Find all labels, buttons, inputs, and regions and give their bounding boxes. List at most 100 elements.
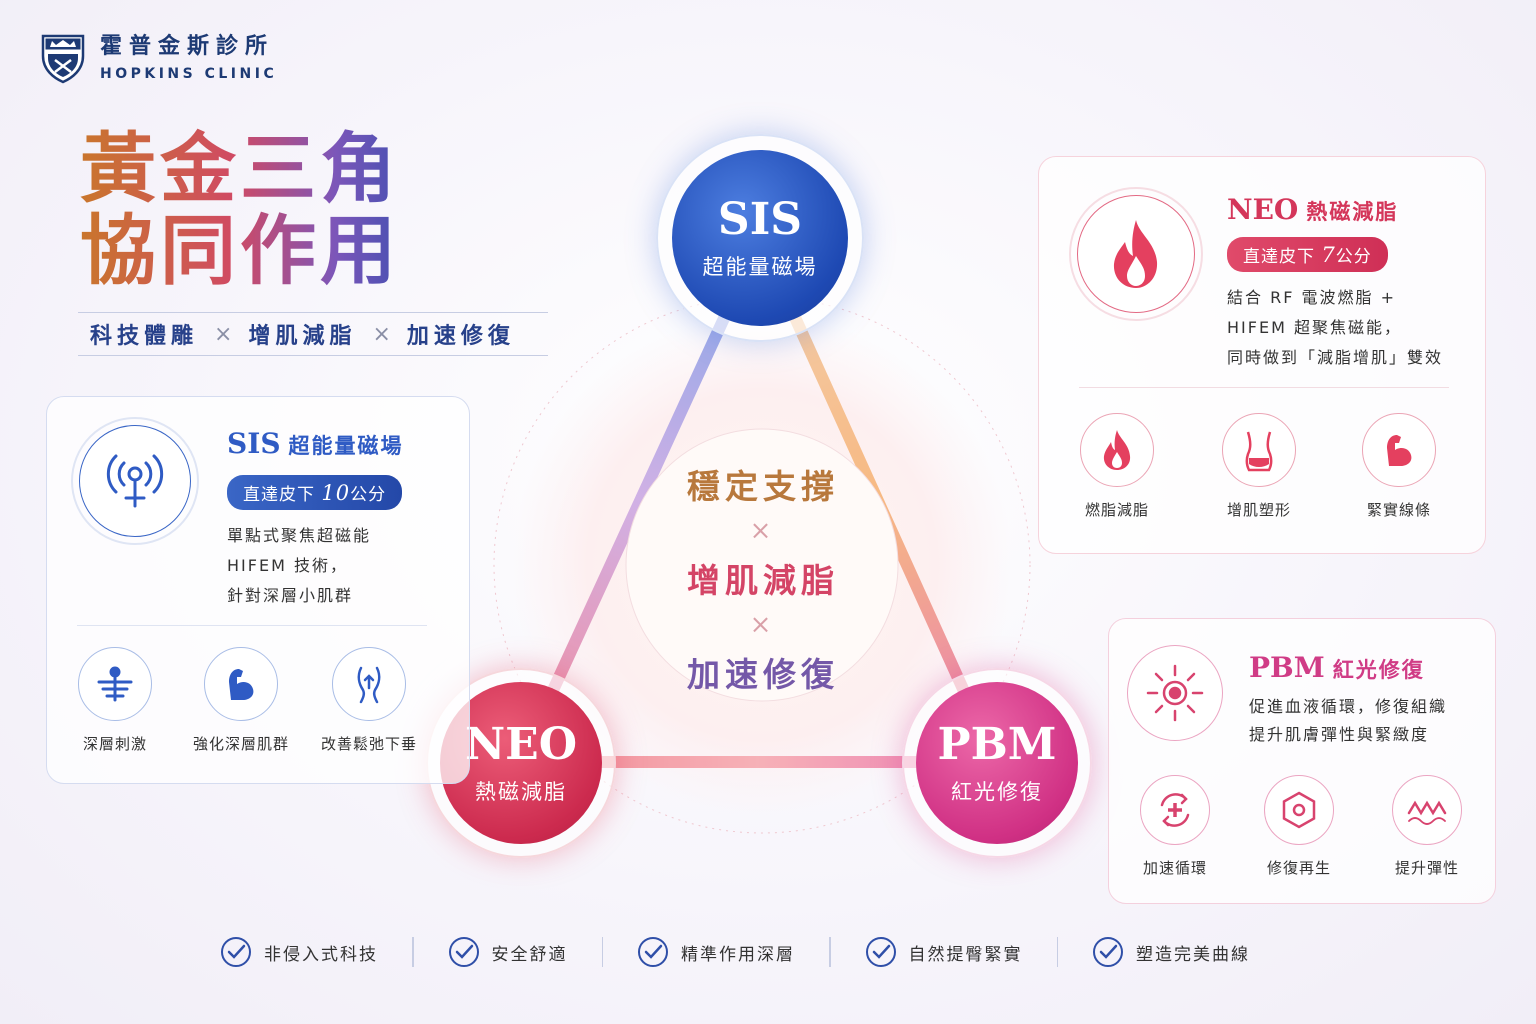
subtitle-separator: × [214,321,233,347]
pbm-card-desc: 促進血液循環，修復組織 提升肌膚彈性與緊緻度 [1249,693,1447,749]
center-circle [625,428,899,702]
neo-node-label: 熱磁減脂 [475,780,567,804]
sis-pill-prefix: 直達皮下 [243,485,315,505]
sun-light-icon [1146,664,1204,722]
sis-pill-number: 10 [321,481,351,505]
benefit-item: 精準作用深層 [637,936,795,968]
pbm-icon-ring [1127,645,1223,741]
neo-feature-label: 燃脂減脂 [1084,501,1149,519]
center-line-1: 穩定支撐 [687,467,839,506]
pbm-card-title: PBM 紅光修復 [1249,651,1425,684]
sis-card: SIS 超能量磁場 直達皮下 10公分 單點式聚焦超磁能 HIFEM 技術， 針對… [46,396,470,784]
neo-pill-prefix: 直達皮下 [1243,247,1315,267]
pbm-feature-label: 加速循環 [1142,859,1207,877]
benefit-label: 非侵入式科技 [264,944,378,965]
sis-node-name: SIS [717,194,803,245]
sis-desc-line: HIFEM 技術， [227,556,348,575]
flame-small-icon [1103,430,1131,470]
body-lift-icon [357,666,381,704]
pbm-card-title-zh: 紅光修復 [1332,658,1425,682]
benefit-separator [412,937,414,967]
sis-card-title-en: SIS [227,427,281,460]
sis-feature-label: 強化深層肌群 [192,735,289,753]
deep-stimulation-icon [97,666,133,702]
sis-depth-pill: 直達皮下 10公分 [227,475,403,510]
benefit-separator [829,937,831,967]
sis-feature-2: 強化深層肌群 [181,647,301,754]
sis-card-title-zh: 超能量磁場 [288,434,404,458]
pbm-feature-label: 修復再生 [1266,859,1331,877]
benefit-label: 精準作用深層 [681,944,795,965]
sis-pill-unit: 公分 [350,485,387,505]
benefits-bar: 非侵入式科技 安全舒適 精準作用深層 自然提臀緊實 塑造完美曲線 [220,936,1320,968]
benefit-separator [601,937,603,967]
sis-card-divider [77,625,427,626]
subtitle-item-3: 加速修復 [406,324,515,349]
pbm-feature-label: 提升彈性 [1394,859,1459,877]
neo-desc-line: HIFEM 超聚焦磁能， [1227,318,1402,337]
benefit-item: 非侵入式科技 [220,936,378,968]
pbm-card-title-en: PBM [1249,651,1325,684]
pbm-node-name: PBM [937,719,1057,770]
benefit-label: 安全舒適 [491,944,568,965]
benefit-item: 安全舒適 [448,936,568,968]
neo-pill-number: 7 [1321,243,1336,267]
logo: 霍普金斯診所 HOPKINS CLINIC [40,32,277,84]
hexagon-repair-icon [1282,791,1316,829]
pbm-desc-line: 提升肌膚彈性與緊緻度 [1249,725,1430,744]
page-title: 黃金三角 協同作用 [80,128,420,292]
subtitle-separator: × [372,321,391,347]
pbm-feature-1: 加速循環 [1115,775,1235,878]
check-circle-icon [221,937,251,967]
dotted-orbit [493,296,1031,834]
pbm-node: PBM 紅光修復 [916,682,1078,844]
shield-crown-icon [41,34,85,84]
check-circle-icon [865,937,896,967]
magnetic-signal-icon [106,454,164,508]
neo-card-divider [1079,387,1449,388]
benefit-label: 塑造完美曲線 [1136,944,1250,965]
sis-desc-line: 單點式聚焦超磁能 [227,526,372,545]
pbm-node-label: 紅光修復 [951,780,1043,804]
benefit-separator [1056,937,1058,967]
neo-card-title-zh: 熱磁減脂 [1306,200,1399,224]
clinic-name-zh: 霍普金斯診所 [100,34,275,59]
center-text: 穩定支撐 × 增肌減脂 × 加速修復 [632,460,894,696]
neo-desc-line: 同時做到「減脂增肌」雙效 [1227,348,1444,367]
neo-pill-unit: 公分 [1335,247,1372,267]
title-line-2: 協同作用 [80,210,420,292]
center-line-2: 增肌減脂 [687,561,839,600]
check-circle-icon [448,937,479,967]
muscle-arm-icon [229,669,254,700]
benefit-item: 自然提臀緊實 [865,936,1023,968]
subtitle-item-2: 增肌減脂 [248,324,357,349]
sis-node-label: 超能量磁場 [702,255,818,279]
subtitle-item-1: 科技體雕 [90,324,199,349]
sis-desc-line: 針對深層小肌群 [227,586,354,605]
title-line-1: 黃金三角 [80,128,420,210]
check-circle-icon [1093,937,1123,967]
sis-icon-ring [71,417,199,545]
waist-icon [1245,431,1273,472]
sis-feature-label: 深層刺激 [82,735,147,753]
center-separator: × [749,610,777,640]
sis-feature-label: 改善鬆弛下垂 [320,735,417,753]
check-circle-icon [638,937,668,967]
benefit-item: 塑造完美曲線 [1092,936,1250,968]
circulation-icon [1160,793,1190,827]
pbm-desc-line: 促進血液循環，修復組織 [1249,697,1448,716]
elastic-wave-icon [1407,800,1447,825]
sis-card-desc: 單點式聚焦超磁能 HIFEM 技術， 針對深層小肌群 [227,521,371,611]
pbm-feature-3: 提升彈性 [1367,775,1487,878]
neo-icon-ring [1069,187,1203,321]
sis-feature-1: 深層刺激 [55,647,175,754]
neo-depth-pill: 直達皮下 7公分 [1227,237,1388,272]
center-line-3: 加速修復 [687,655,839,694]
neo-feature-label: 緊實線條 [1366,501,1431,519]
neo-feature-label: 增肌塑形 [1226,501,1291,519]
pbm-card: PBM 紅光修復 促進血液循環，修復組織 提升肌膚彈性與緊緻度 加速循環 修復再生 [1108,618,1496,904]
muscle-arm-icon [1387,435,1412,466]
